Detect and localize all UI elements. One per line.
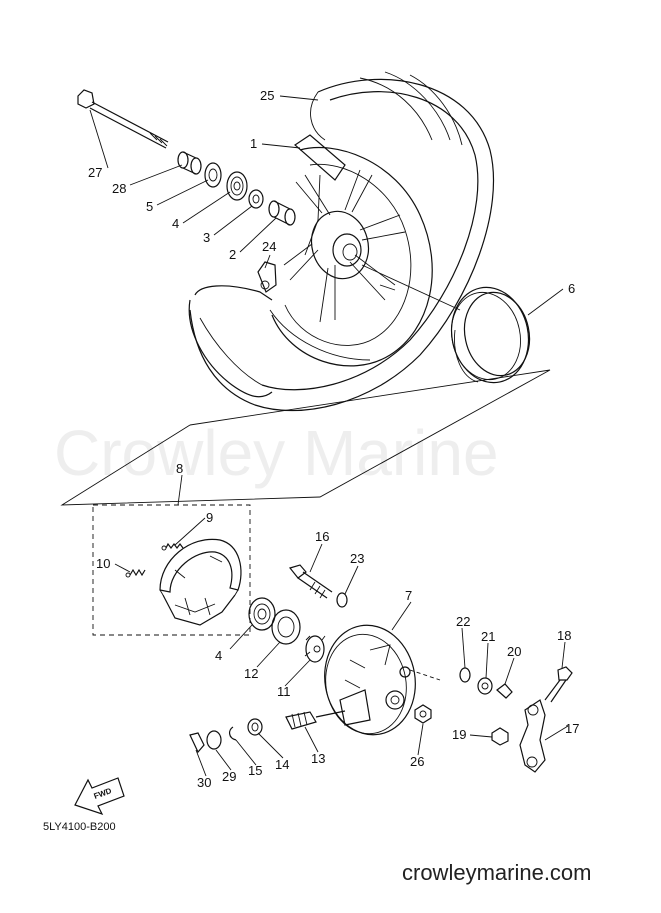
callout-5: 5 (146, 199, 153, 214)
wheel-assembly (188, 71, 494, 412)
spring-9 (161, 542, 184, 551)
bearing-upper (226, 171, 248, 201)
washer-14 (247, 718, 263, 736)
brake-shoe-group-box (92, 504, 251, 636)
callout-21: 21 (481, 629, 495, 644)
drum-ring (450, 286, 531, 384)
drawing-code: 5LY4100-B200 (43, 821, 116, 833)
axle-bolt (77, 89, 169, 149)
meter-gear (304, 635, 326, 663)
callout-labels: 25 1 27 28 5 4 3 2 24 6 8 9 10 16 23 7 2… (88, 88, 579, 790)
callout-9: 9 (206, 510, 213, 525)
callout-6: 6 (568, 281, 575, 296)
bolt-18 (544, 666, 573, 703)
callout-18: 18 (557, 628, 571, 643)
svg-text:FWD: FWD (93, 786, 113, 801)
collar (177, 151, 202, 175)
camshaft (288, 564, 333, 599)
callout-29: 29 (222, 769, 236, 784)
callout-7: 7 (405, 588, 412, 603)
site-url[interactable]: crowleymarine.com (402, 860, 592, 885)
callout-27: 27 (88, 165, 102, 180)
callout-28: 28 (112, 181, 126, 196)
callout-13: 13 (311, 751, 325, 766)
watermark: Crowley Marine (54, 417, 499, 489)
callout-2: 2 (229, 247, 236, 262)
o-ring-23 (336, 592, 348, 608)
spacer-flange (248, 189, 264, 209)
callout-20: 20 (507, 644, 521, 659)
callout-1: 1 (250, 136, 257, 151)
callout-14: 14 (275, 757, 289, 772)
callout-16: 16 (315, 529, 329, 544)
plate-30 (189, 732, 205, 754)
callout-26: 26 (410, 754, 424, 769)
cam-lever (519, 699, 546, 773)
washer-20 (496, 683, 513, 699)
callout-23: 23 (350, 551, 364, 566)
nut-26 (414, 704, 432, 724)
oil-seal (204, 162, 222, 188)
callout-19: 19 (452, 727, 466, 742)
callout-12: 12 (244, 666, 258, 681)
fwd-arrow: FWD (74, 777, 125, 816)
callout-4b: 4 (215, 648, 222, 663)
leader-lines (89, 95, 569, 777)
washer-21 (477, 677, 493, 695)
nut-19 (491, 727, 509, 746)
brake-shoe (159, 538, 242, 626)
drive-shaft (285, 710, 346, 730)
bearing-lower (248, 597, 276, 631)
callout-10: 10 (96, 556, 110, 571)
spacer (268, 200, 296, 226)
spring-10 (125, 568, 146, 578)
o-ring-29 (206, 730, 222, 750)
callout-4a: 4 (172, 216, 179, 231)
callout-11: 11 (277, 684, 291, 699)
callout-3: 3 (203, 230, 210, 245)
callout-22: 22 (456, 614, 470, 629)
callout-15: 15 (248, 763, 262, 778)
callout-17: 17 (565, 721, 579, 736)
callout-30: 30 (197, 775, 211, 790)
brake-panel (324, 624, 416, 736)
clip-15 (229, 726, 237, 741)
oil-seal-12 (271, 609, 301, 645)
callout-8: 8 (176, 461, 183, 476)
callout-25: 25 (260, 88, 274, 103)
callout-24: 24 (262, 239, 276, 254)
o-ring-22 (459, 667, 471, 683)
